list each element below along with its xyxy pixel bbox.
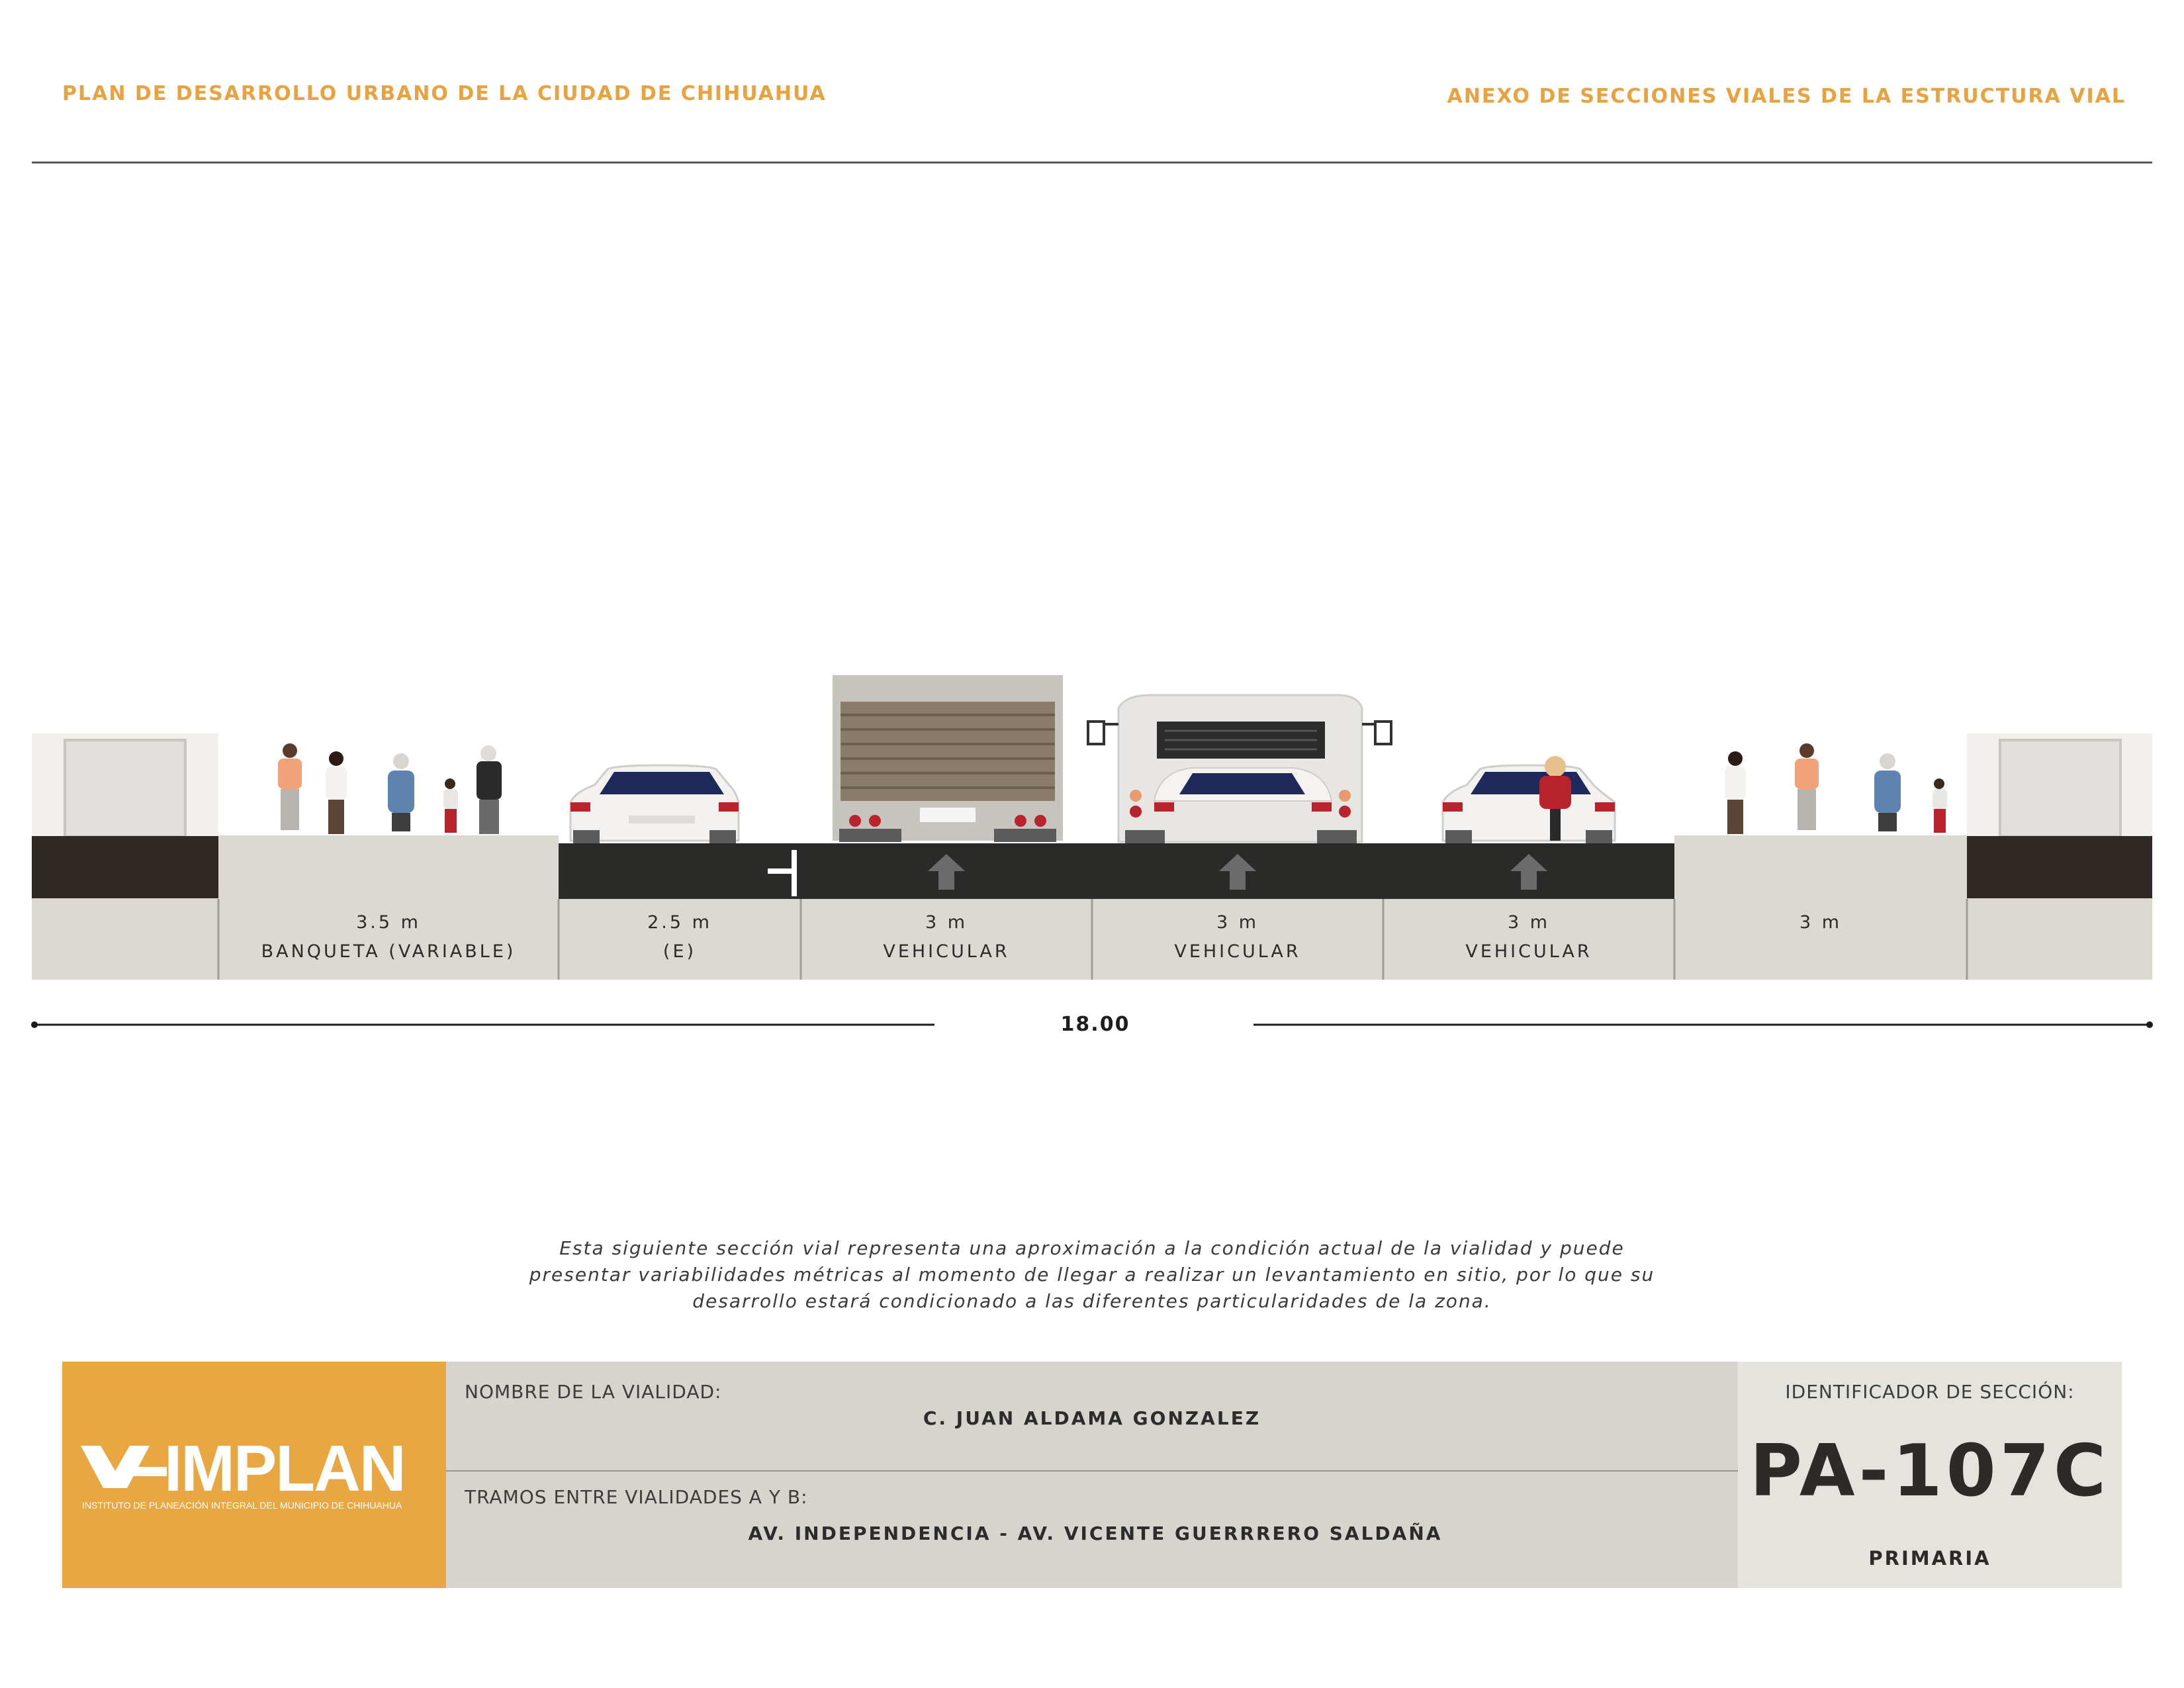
right-building (1967, 733, 2152, 980)
lane-width-label: 3.5 m (356, 912, 421, 933)
annex-title: ANEXO DE SECCIONES VIALES DE LA ESTRUCTU… (1447, 85, 2126, 108)
section-type-value: PRIMARIA (1868, 1547, 1991, 1570)
lane-dividers (217, 899, 1968, 980)
road-name-label: NOMBRE DE LA VIALIDAD: (465, 1381, 722, 1403)
lane-width-label: 3 m (1216, 912, 1259, 933)
lane-width-label: 3 m (1507, 912, 1551, 933)
road-name-value: C. JUAN ALDAMA GONZALEZ (923, 1407, 1261, 1429)
right-sidewalk (1674, 835, 1967, 980)
segment-value: AV. INDEPENDENCIA - AV. VICENTE GUERRRER… (748, 1523, 1443, 1544)
section-id-panel (1738, 1362, 2122, 1588)
pedestrians-left-icon (278, 743, 502, 834)
direction-arrow-icon (1219, 854, 1256, 890)
implan-logo-icon (81, 1446, 167, 1488)
document-title: PLAN DE DESARROLLO URBANO DE LA CIUDAD D… (62, 82, 827, 105)
implan-logo-word: IMPLAN (164, 1432, 406, 1505)
parking-mark (768, 868, 794, 874)
lane-width-label: 2.5 m (647, 912, 712, 933)
car-with-cyclist-icon (1441, 756, 1616, 843)
direction-arrow-icon (928, 854, 965, 890)
road-section-diagram (31, 675, 2153, 1028)
lane-name-label: VEHICULAR (1174, 941, 1301, 962)
bus-icon (1087, 694, 1392, 843)
parking-asphalt (559, 843, 801, 899)
section-id-label: IDENTIFICADOR DE SECCIÓN: (1785, 1381, 2075, 1403)
lane-name-label: (E) (662, 941, 697, 962)
section-id-value: PA-107C (1749, 1430, 2111, 1513)
lane-name-label: VEHICULAR (883, 941, 1010, 962)
lane-name-label: BANQUETA (VARIABLE) (261, 941, 516, 962)
road-info-panel (446, 1362, 1738, 1588)
info-divider (446, 1470, 1738, 1472)
lane-width-label: 3 m (925, 912, 968, 933)
truck-icon (833, 675, 1063, 842)
total-dimension-line (31, 1021, 2153, 1028)
pedestrians-right-icon (1725, 743, 1947, 834)
disclaimer-note: Esta siguiente sección vial representa u… (529, 1237, 1655, 1312)
implan-logo-subtitle: INSTITUTO DE PLANEACIÓN INTEGRAL DEL MUN… (82, 1500, 402, 1511)
lane-width-label: 3 m (1799, 912, 1843, 933)
segment-label: TRAMOS ENTRE VIALIDADES A Y B: (465, 1486, 808, 1508)
total-width-label: 18.00 (1060, 1013, 1130, 1036)
left-building (32, 733, 218, 980)
parked-car-icon (569, 764, 740, 843)
direction-arrow-icon (1510, 854, 1547, 890)
lane-name-label: VEHICULAR (1465, 941, 1592, 962)
left-sidewalk (218, 835, 559, 980)
header-rule (32, 162, 2152, 164)
